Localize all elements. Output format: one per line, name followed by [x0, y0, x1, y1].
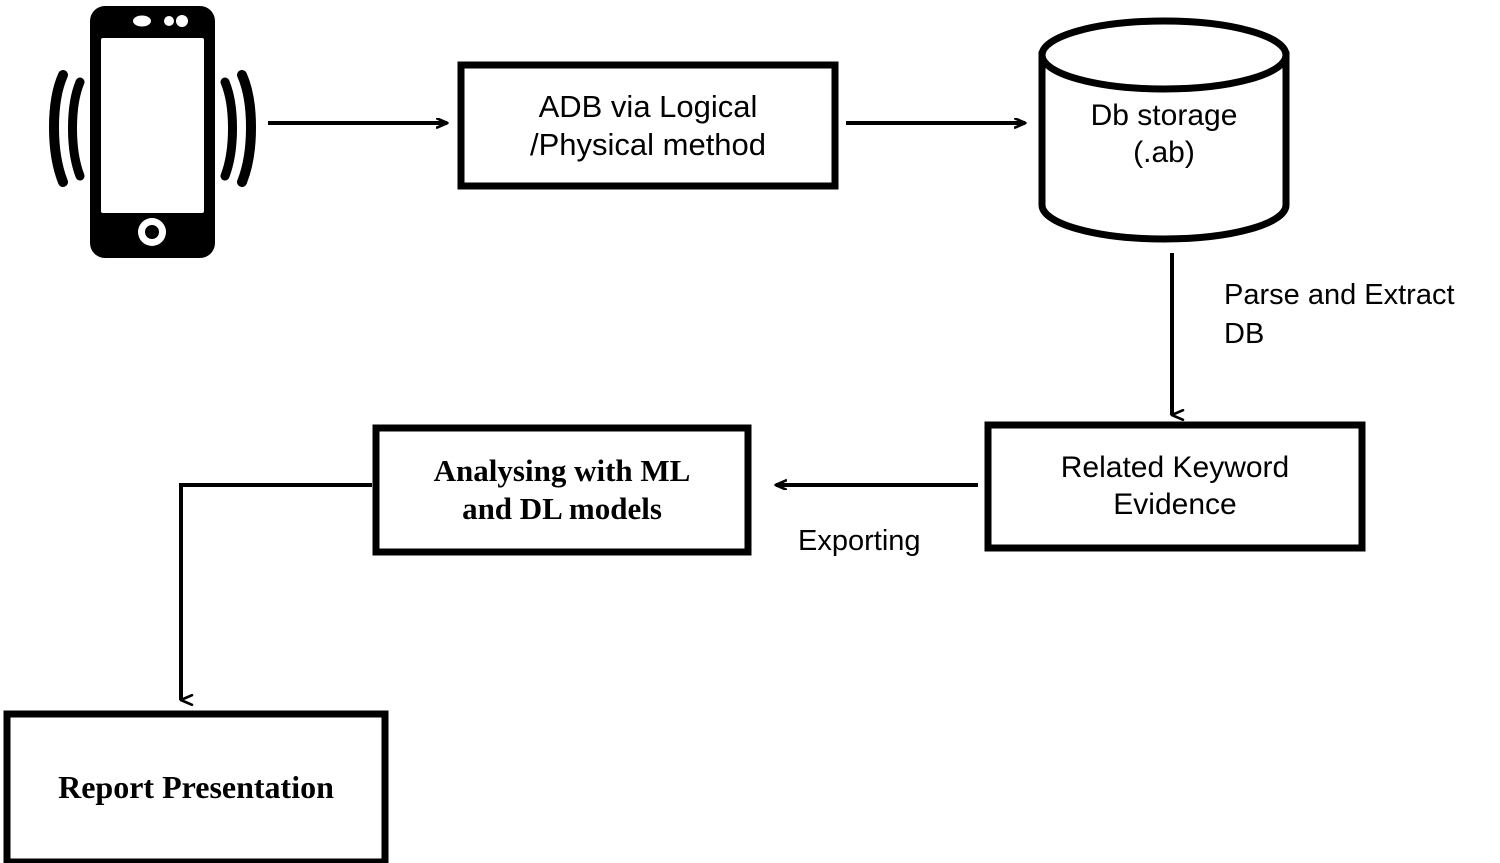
- edge-label-exporting: Exporting: [798, 525, 921, 557]
- edge-label-parse-and-extract-db: Parse and Extract DB: [1224, 279, 1455, 351]
- node-related-keyword-evidence: [984, 421, 1366, 552]
- node-analysing-models: [372, 424, 752, 556]
- signal-wave-right-icon: [220, 70, 256, 187]
- smartphone-icon: [90, 6, 215, 258]
- arrow-analysing-to-report: [179, 483, 372, 700]
- signal-wave-left-icon: [49, 70, 85, 187]
- node-adb-extraction: [457, 61, 839, 190]
- node-db-storage: [1038, 17, 1290, 243]
- node-report-presentation: [3, 710, 389, 863]
